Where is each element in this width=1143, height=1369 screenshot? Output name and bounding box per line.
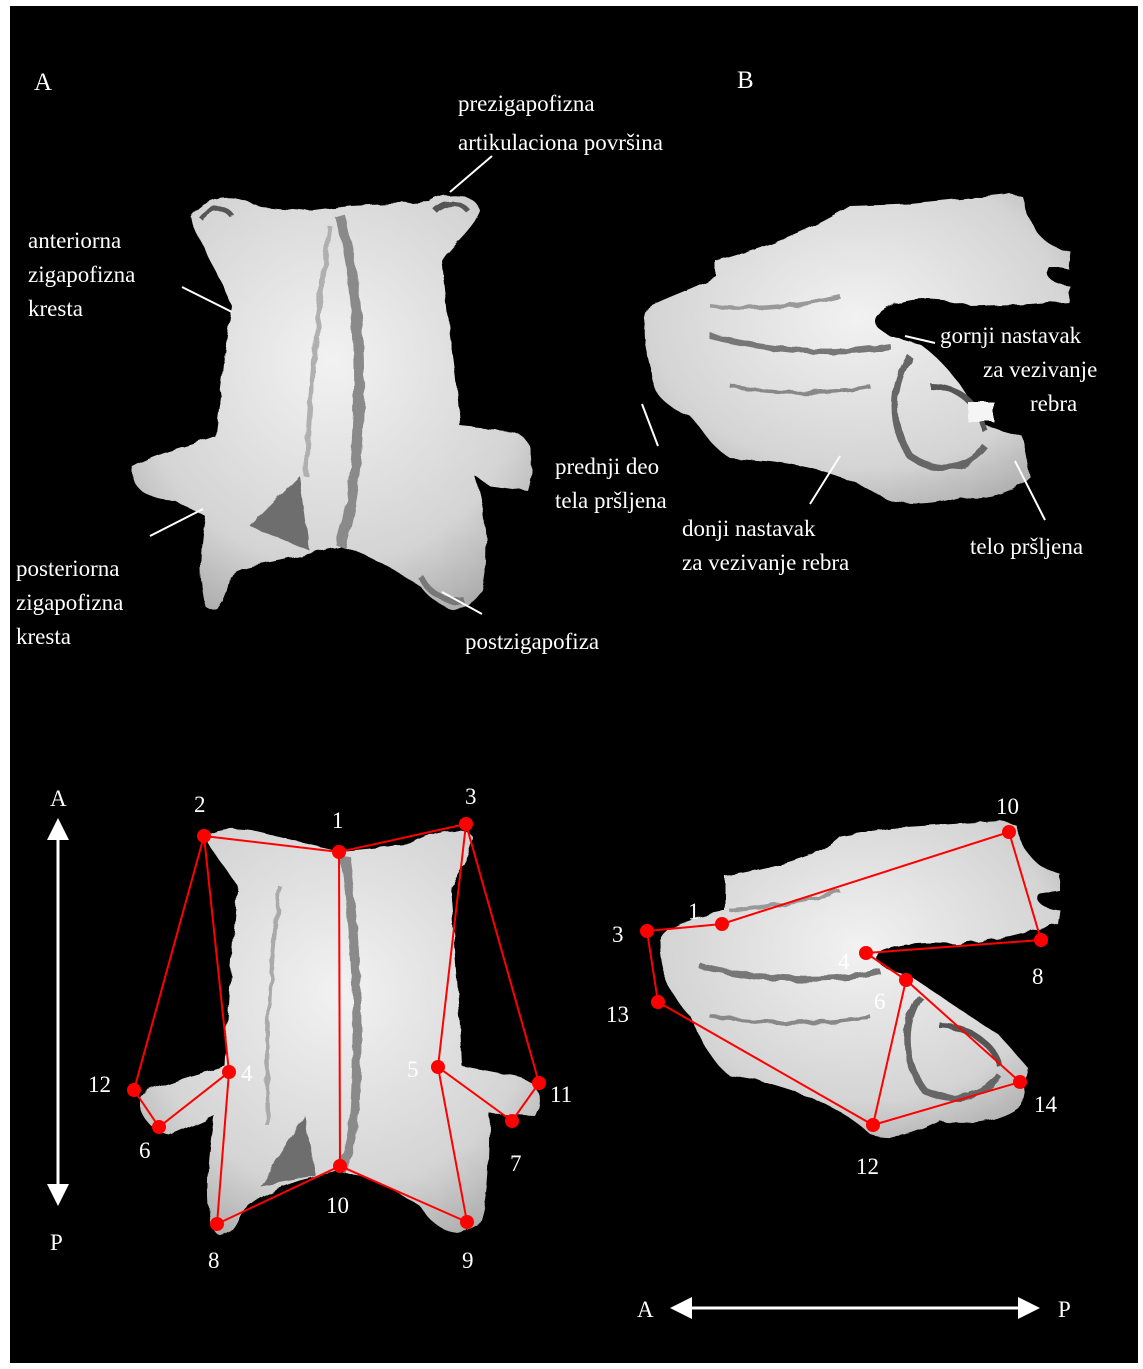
- landmark-dot-dorsal-9: [460, 1215, 474, 1229]
- landmark-label-lateral-14: 14: [1034, 1092, 1058, 1117]
- landmark-label-lateral-13: 13: [606, 1002, 629, 1027]
- landmark-label-lateral-6: 6: [874, 989, 886, 1014]
- landmark-label-dorsal-4: 4: [241, 1061, 253, 1086]
- figure: A B prezigapofizna artikulaciona površin…: [10, 6, 1138, 1363]
- landmark-label-dorsal-9: 9: [462, 1248, 474, 1273]
- axis-vertical-posterior-label: P: [50, 1230, 63, 1255]
- axis-vertical-anterior-label: A: [50, 786, 67, 811]
- landmark-dot-dorsal-5: [431, 1060, 445, 1074]
- landmark-label-dorsal-8: 8: [208, 1248, 220, 1273]
- landmark-dot-lateral-12: [866, 1118, 880, 1132]
- landmark-label-lateral-10: 10: [996, 794, 1019, 819]
- axis-horizontal-posterior-label: P: [1058, 1297, 1071, 1322]
- axis-horizontal-anterior-label: A: [637, 1297, 654, 1322]
- landmark-label-lateral-8: 8: [1032, 964, 1044, 989]
- landmark-dot-lateral-6: [899, 973, 913, 987]
- label-prednji-deo-tela-prsljena: prednji deo tela pršljena: [555, 454, 667, 513]
- axis-horizontal: A P: [637, 1297, 1071, 1322]
- label-telo-prsljena: telo pršljena: [970, 534, 1083, 559]
- landmark-dot-lateral-1: [715, 917, 729, 931]
- vertebra-dorsal-view-top: [131, 195, 532, 610]
- landmark-dot-dorsal-8: [210, 1217, 224, 1231]
- landmark-dot-lateral-14: [1013, 1075, 1027, 1089]
- landmark-label-dorsal-11: 11: [550, 1082, 572, 1107]
- landmark-dot-dorsal-2: [197, 829, 211, 843]
- landmark-dot-dorsal-3: [459, 817, 473, 831]
- landmark-label-dorsal-3: 3: [465, 784, 477, 809]
- landmark-dot-dorsal-7: [505, 1114, 519, 1128]
- landmark-label-dorsal-10: 10: [326, 1193, 349, 1218]
- landmark-dot-dorsal-11: [532, 1076, 546, 1090]
- label-postzigapofiza: postzigapofiza: [465, 629, 599, 654]
- landmark-dot-lateral-4: [859, 946, 873, 960]
- landmark-label-lateral-3: 3: [612, 922, 624, 947]
- landmark-label-lateral-1: 1: [688, 899, 700, 924]
- landmark-dot-dorsal-12: [127, 1083, 141, 1097]
- landmark-dot-lateral-13: [651, 995, 665, 1009]
- landmark-dot-dorsal-1: [332, 845, 346, 859]
- landmark-dot-lateral-8: [1034, 933, 1048, 947]
- landmark-label-dorsal-12: 12: [88, 1072, 111, 1097]
- figure-canvas: A B prezigapofizna artikulaciona površin…: [10, 6, 1138, 1363]
- landmark-label-dorsal-2: 2: [194, 792, 206, 817]
- landmark-label-dorsal-1: 1: [332, 808, 344, 833]
- vertebra-lateral-view-bottom: [660, 821, 1060, 1137]
- landmark-dot-lateral-10: [1002, 825, 1016, 839]
- landmark-dot-dorsal-6: [152, 1120, 166, 1134]
- panel-letter-b: B: [737, 67, 754, 94]
- label-donji-nastavak: donji nastavak za vezivanje rebra: [682, 516, 849, 575]
- landmark-dot-dorsal-10: [333, 1159, 347, 1173]
- panel-letter-a: A: [34, 69, 52, 96]
- label-anteriorna-zigapofizna-kresta: anteriorna zigapofizna kresta: [28, 228, 141, 321]
- landmark-dot-dorsal-4: [222, 1065, 236, 1079]
- landmark-label-lateral-4: 4: [838, 949, 850, 974]
- label-posteriorna-zigapofizna-kresta: posteriorna zigapofizna kresta: [16, 556, 129, 649]
- landmark-dot-lateral-3: [640, 924, 654, 938]
- landmark-label-lateral-12: 12: [856, 1154, 879, 1179]
- landmark-label-dorsal-5: 5: [407, 1057, 419, 1082]
- axis-vertical: A P: [47, 786, 69, 1255]
- vertebra-lateral-view-top: [644, 194, 1070, 504]
- landmark-label-dorsal-6: 6: [139, 1138, 151, 1163]
- landmark-label-dorsal-7: 7: [510, 1151, 522, 1176]
- label-prezigapofizna: prezigapofizna artikulaciona površina: [458, 91, 663, 155]
